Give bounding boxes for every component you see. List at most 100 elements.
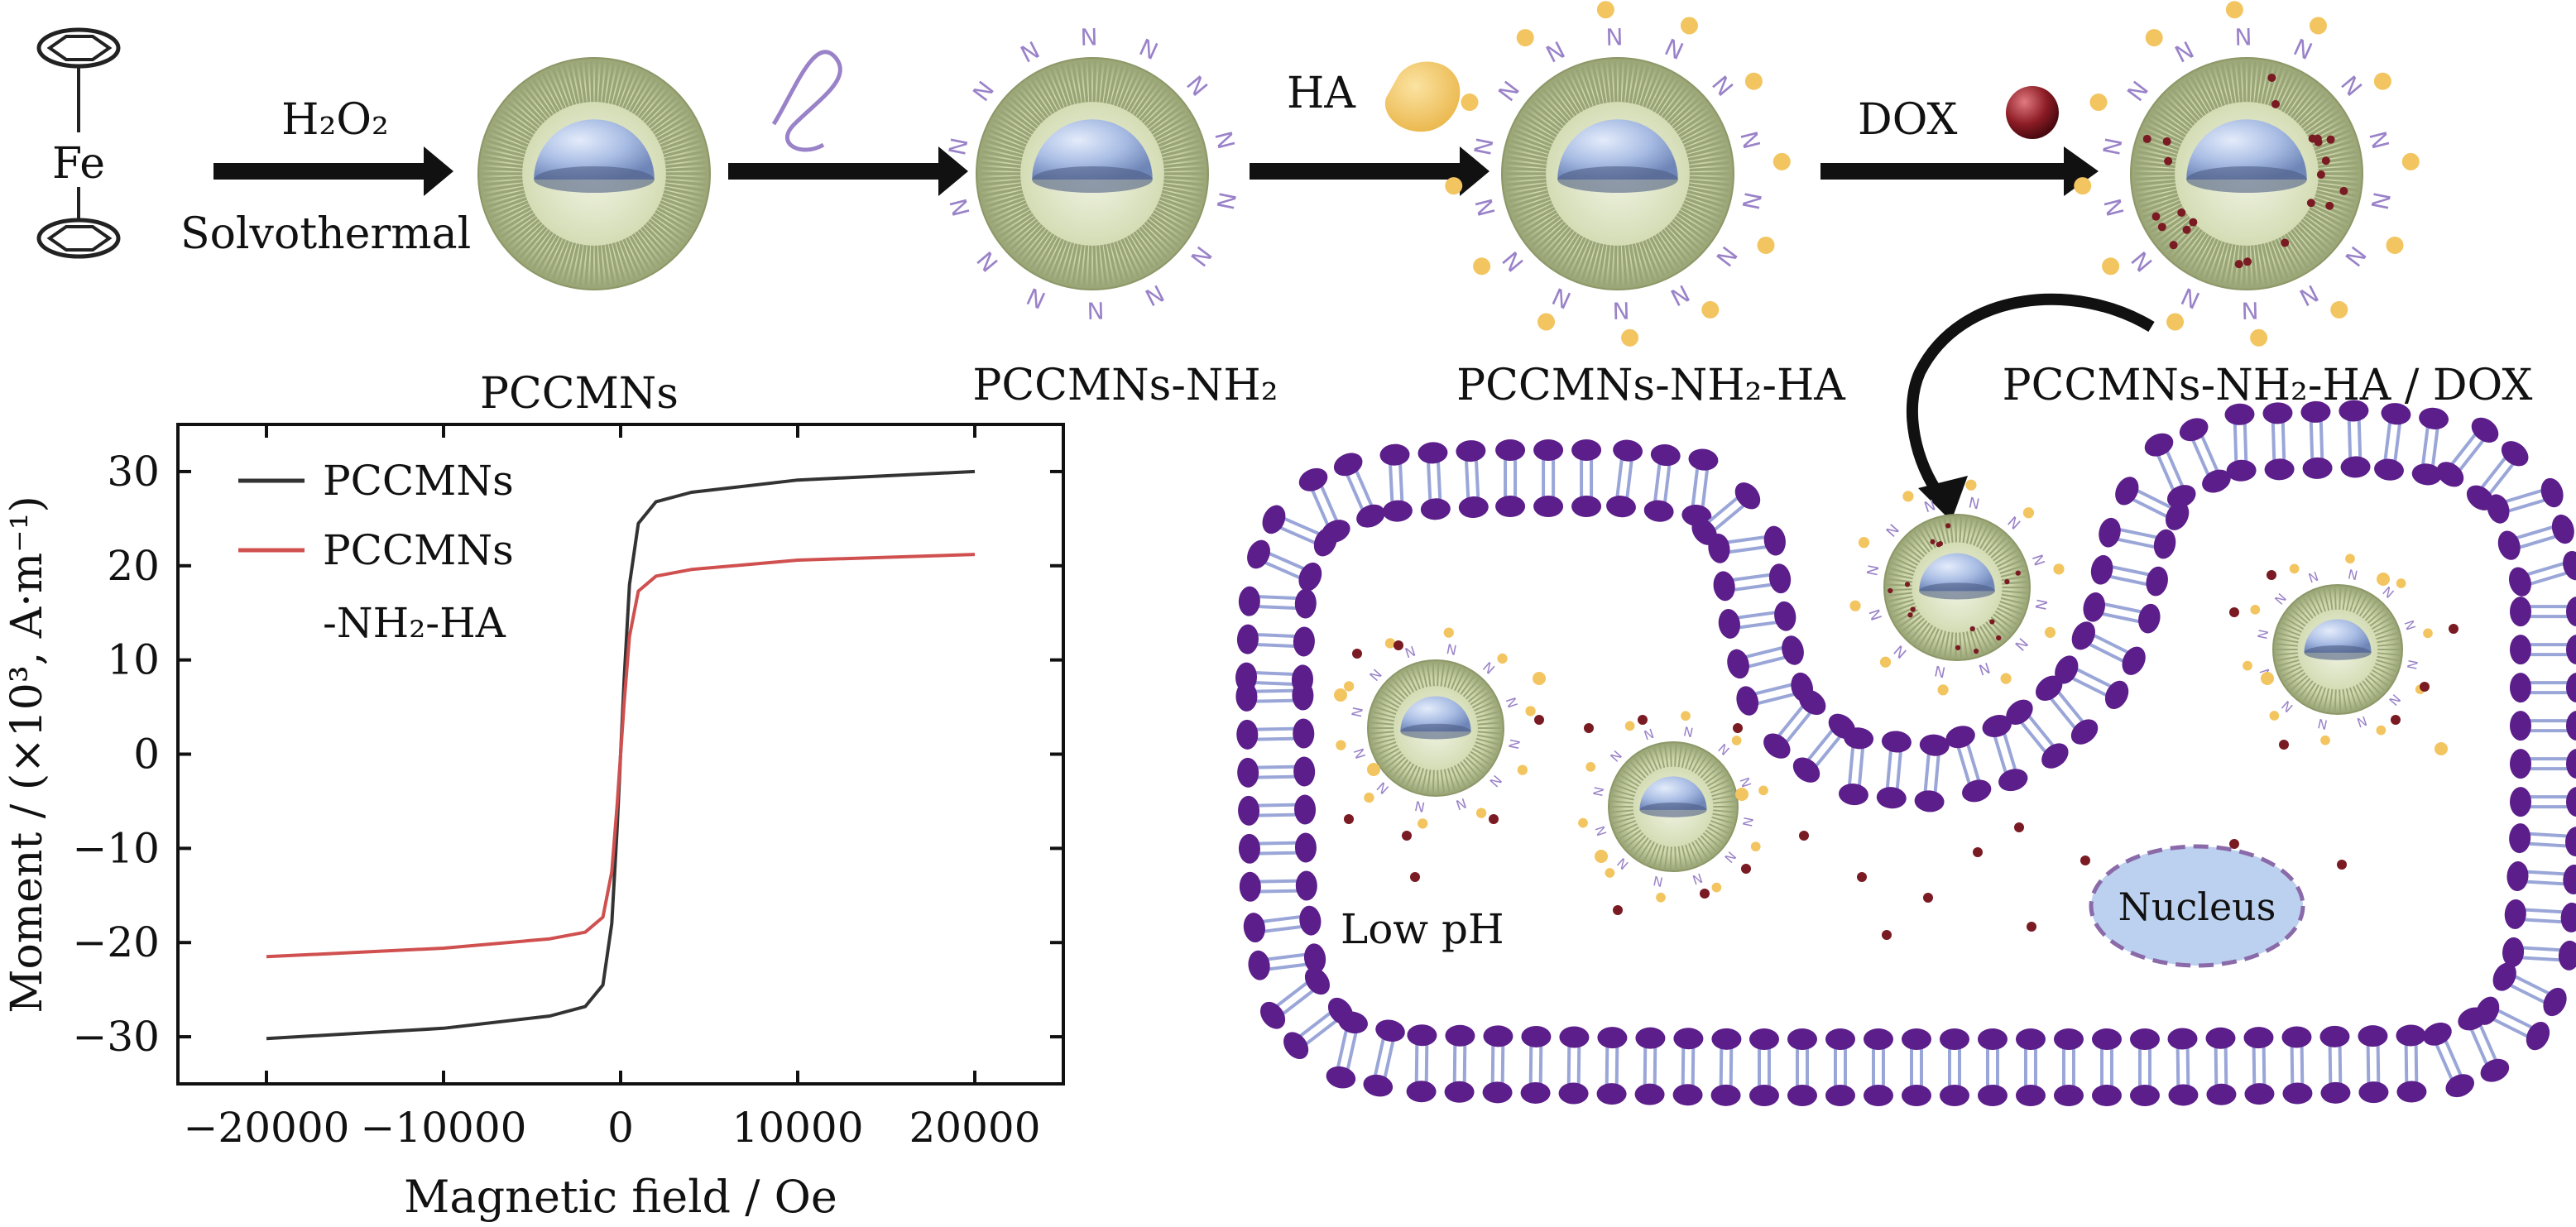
nanoparticle-pccmns-nh2-ha: NNNNNNNNNNNNNN [1445,1,1791,347]
lipid-pair [1710,1028,1741,1106]
nanoparticle-pccmns [478,58,710,290]
svg-text:N: N [2363,128,2394,151]
y-tick-label: −10 [72,824,160,872]
y-tick-label: 30 [107,448,160,496]
lipid-pair [1533,439,1563,517]
dox-molecule [2337,860,2347,870]
dox-molecule [1584,723,1594,733]
lipid-pair [1418,442,1451,521]
svg-text:N: N [1211,189,1241,212]
svg-text:N: N [1413,798,1427,815]
dox-molecule [1613,905,1623,915]
svg-text:N: N [2347,567,2359,583]
lipid-pair [1237,756,1316,788]
chart-ticks: −20000−1000001000020000302010−100−20−30 [72,424,1063,1152]
lipid-pair [1571,439,1601,517]
svg-text:N: N [2011,634,2031,653]
ha-molecule [1334,688,1347,702]
svg-text:N: N [1351,746,1370,761]
dox-molecule [1923,893,1933,903]
svg-text:N: N [1666,279,1694,311]
svg-text:N: N [1454,795,1469,813]
svg-text:N: N [1864,563,1883,578]
svg-text:N: N [1349,706,1366,719]
lipid-pair [1495,439,1525,517]
ha-molecule [1367,763,1380,776]
svg-text:N: N [2335,70,2367,101]
label-pccmns-nh2-ha: PCCMNs-NH₂-HA [1456,361,1846,410]
y-tick-label: 0 [133,731,160,779]
svg-text:N: N [1721,848,1739,865]
dox-label: DOX [1858,95,1957,145]
svg-text:N: N [2028,553,2047,568]
y-tick-label: 10 [107,636,160,684]
svg-text:N: N [1612,296,1630,324]
svg-text:N: N [945,195,976,218]
lipid-pair [1605,439,1644,520]
svg-text:N: N [1493,76,1525,107]
svg-text:N: N [2355,712,2369,730]
h2o2-label: H₂O₂ [281,95,389,145]
nanoparticle-pccmns-nh2: NNNNNNNNNNNNNN [943,23,1241,324]
lipid-pair [1444,1025,1475,1103]
x-tick-label: 20000 [909,1104,1040,1152]
nanoparticle-pccmns-nh2-ha-dox: NNNNNNNNNNNNNN [2074,1,2420,347]
svg-text:N: N [1661,33,1688,65]
lipid-pair [1978,1028,2008,1106]
svg-text:N: N [1883,521,1903,540]
lipid-pair [2506,860,2576,894]
svg-text:N: N [2401,618,2418,632]
svg-text:N: N [2171,36,2199,69]
svg-text:N: N [1710,241,1743,271]
lipid-pair [1706,525,1787,564]
dox-molecule [2420,682,2430,692]
lipid-pair [1361,1017,1408,1100]
legend-label-ha-line1: PCCMNs [323,526,514,574]
lipid-pair [2339,400,2371,478]
lipid-pair [1940,1028,1969,1106]
svg-text:N: N [1706,70,1739,101]
dox-molecule [1344,814,1354,824]
lipid-pair [2510,635,2576,664]
dox-molecule [1882,930,1892,940]
dox-molecule [1352,649,1362,659]
y-tick-label: 20 [107,542,160,590]
svg-text:N: N [1469,136,1499,158]
ha-molecule [1595,850,1608,863]
svg-text:N: N [1933,662,1947,680]
dox-molecule [2391,715,2401,725]
lipid-pair [1242,904,1323,943]
amine-ligand-icon [774,52,840,150]
svg-text:N: N [2272,591,2290,608]
lipid-pair [2281,1026,2312,1105]
svg-text:N: N [1590,785,1607,798]
lipid-pair [2089,553,2171,597]
lipid-pair [2373,401,2412,482]
svg-text:N: N [2234,23,2252,51]
dox-molecule [2027,922,2036,932]
lipid-pair [1711,563,1792,602]
svg-text:N: N [2295,279,2323,311]
lipid-pair [1236,718,1315,750]
lipid-pair [2510,749,2576,779]
lipid-pair [1295,464,1354,548]
x-tick-label: −10000 [361,1104,527,1152]
dox-molecule [1857,872,1867,882]
svg-text:N: N [967,76,1000,107]
lipid-pair [2054,1028,2084,1106]
solvothermal-label: Solvothermal [180,209,471,259]
svg-text:N: N [1080,23,1098,51]
lipid-pair [1239,832,1317,864]
svg-text:N: N [1486,772,1504,790]
x-tick-label: 10000 [732,1104,863,1152]
label-pccmns: PCCMNs [480,369,679,419]
lipid-pair [1864,1028,1893,1106]
ferrocene-icon: Fe [39,30,118,256]
svg-text:N: N [2255,628,2271,640]
svg-text:N: N [1374,779,1392,797]
legend: PCCMNs PCCMNs -NH₂-HA [238,457,514,647]
lipid-pair [1717,600,1798,640]
lipid-pair [1330,448,1389,532]
svg-text:N: N [2290,33,2317,65]
svg-text:N: N [1542,36,1570,69]
